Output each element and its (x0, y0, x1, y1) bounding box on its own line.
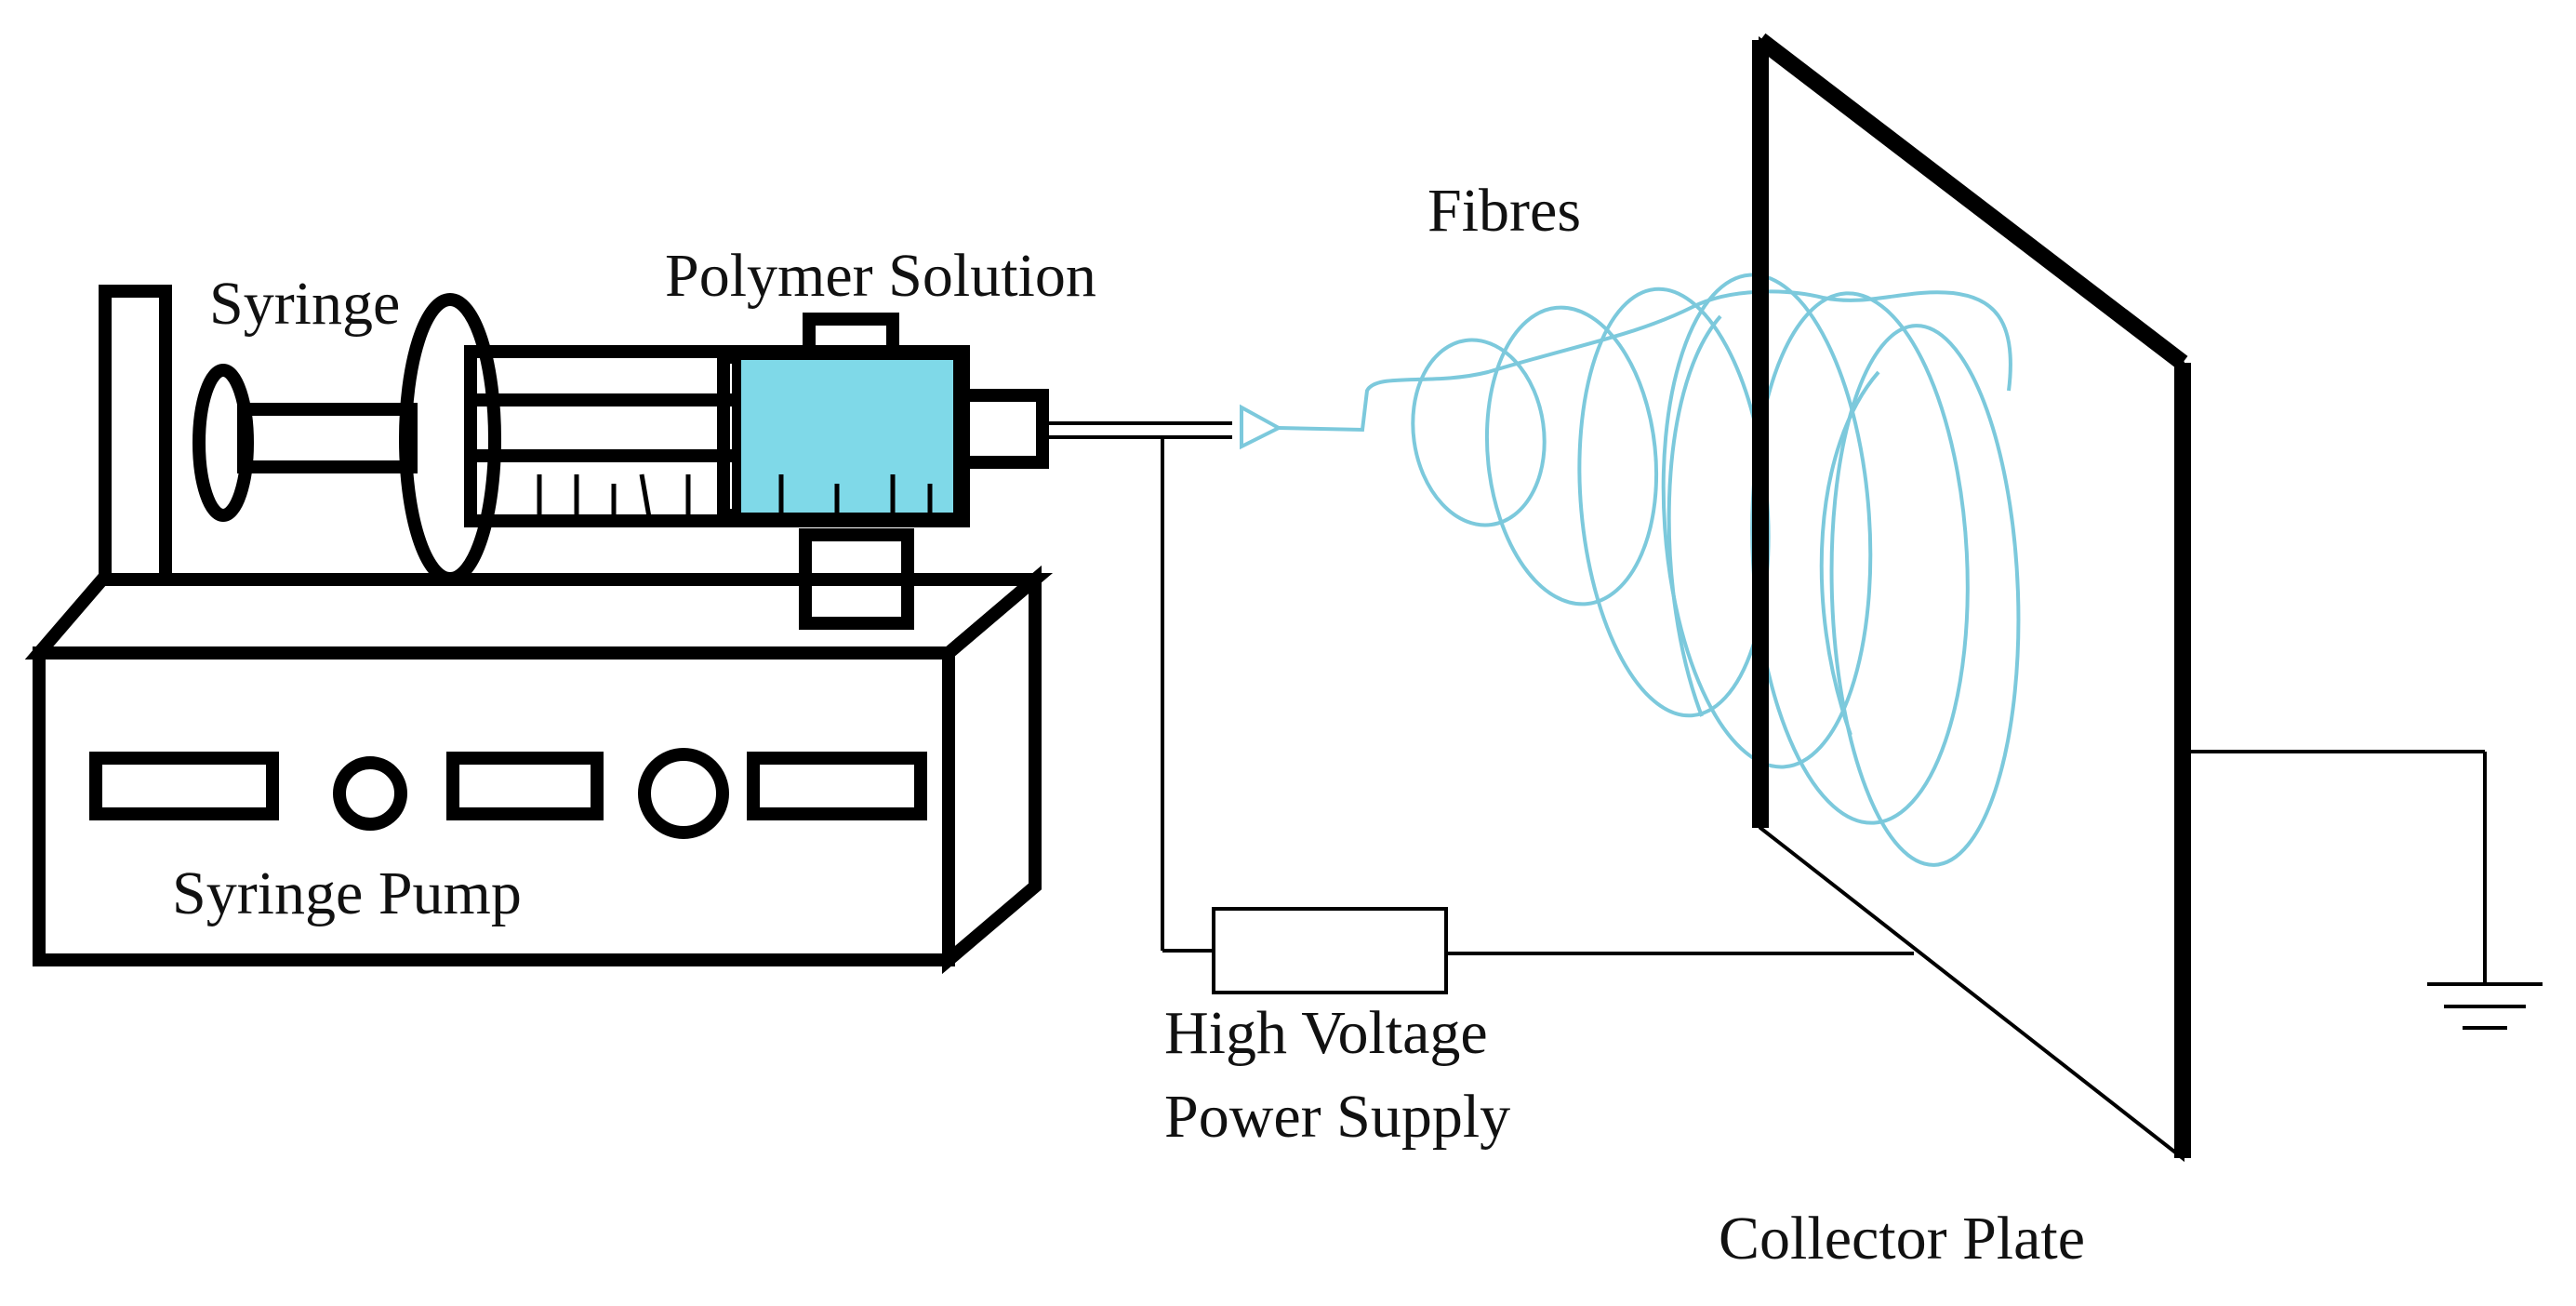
polymer-solution-fill (736, 354, 959, 518)
fibre-inner-arc (1819, 370, 1880, 736)
fibres (1240, 273, 2021, 867)
label-fibres: Fibres (1427, 177, 1581, 245)
pump-knob-2 (638, 748, 729, 839)
fibre-loop (1411, 338, 1547, 527)
syringe-nozzle (957, 389, 1049, 469)
label-power-supply: Power Supply (1164, 1083, 1510, 1151)
fibre-loop (1829, 324, 2021, 867)
syringe-clamp-block (799, 528, 914, 630)
fibre-loop (1484, 305, 1659, 606)
barrel-top-cap (803, 313, 899, 358)
pump-stand-post (99, 285, 172, 586)
label-high-voltage: High Voltage (1164, 999, 1488, 1067)
label-collector-plate: Collector Plate (1719, 1205, 2085, 1273)
pump-display-2 (446, 752, 604, 820)
fibre-jet (1278, 289, 2012, 433)
pump-display-1 (89, 752, 279, 820)
syringe-pump (24, 565, 1054, 975)
plate-top-edge (1755, 33, 2188, 370)
pump-front-face (33, 646, 955, 966)
syringe-flange (399, 293, 501, 585)
fibre-loop (1661, 273, 1873, 769)
barrel-graduations (537, 473, 933, 518)
plunger-rod (237, 403, 418, 473)
ground-icon (2427, 982, 2543, 1030)
pump-top-face (24, 573, 1054, 660)
syringe (193, 293, 1232, 585)
pump-display-3 (747, 752, 927, 820)
label-syringe-pump: Syringe Pump (172, 860, 522, 927)
collector-plate (1752, 33, 2191, 1163)
pump-side-face (942, 565, 1042, 975)
pump-knob-1 (333, 756, 407, 831)
label-polymer-solution: Polymer Solution (665, 242, 1096, 310)
fibre-inner-arc (1666, 314, 1722, 717)
taylor-cone (1240, 404, 1283, 450)
high-voltage-power-supply (1212, 907, 1448, 994)
label-syringe: Syringe (209, 270, 400, 338)
fibre-loop (1750, 291, 1970, 825)
circuit-wiring (1161, 437, 2487, 994)
